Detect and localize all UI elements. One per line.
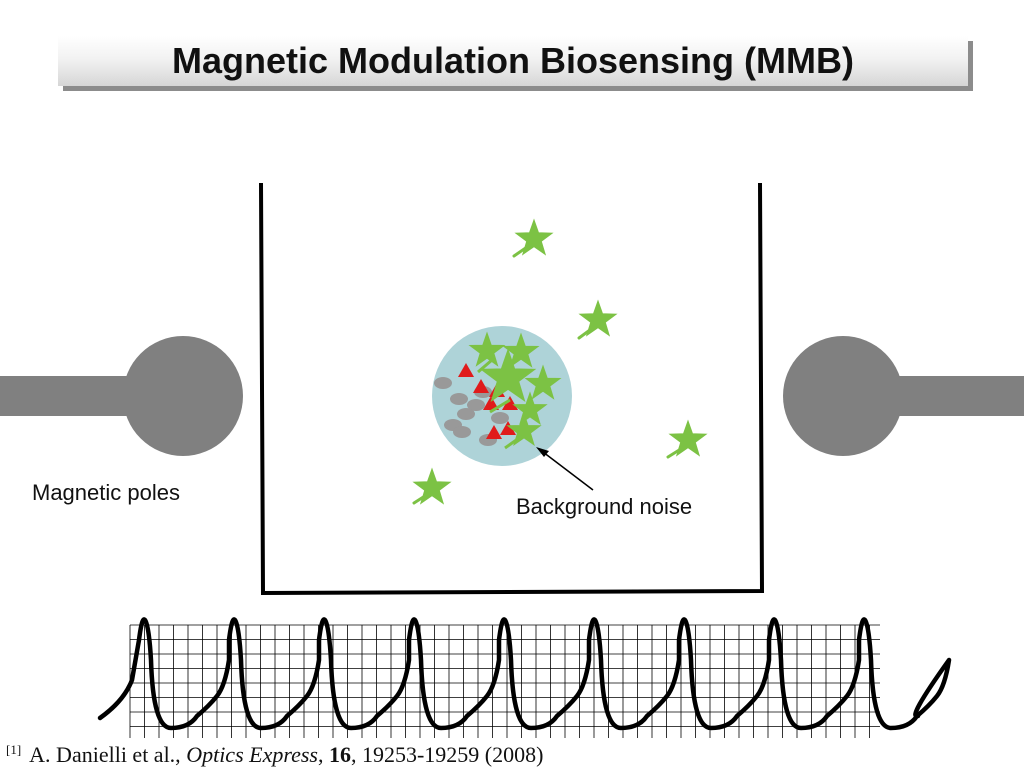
slide-title: Magnetic Modulation Biosensing (MMB): [172, 40, 854, 81]
sample-container: [259, 182, 765, 596]
citation-volume: 16: [328, 742, 351, 767]
citation: [1]A. Danielli et al., Optics Express, 1…: [6, 742, 543, 768]
citation-sep: ,: [317, 742, 329, 767]
signal-trace: [97, 617, 952, 731]
citation-rest: , 19253-19259 (2008): [350, 742, 544, 767]
citation-journal: Optics Express: [186, 742, 318, 767]
magnetic-beads: [434, 377, 509, 446]
bound-fluorescent-probes: [468, 331, 562, 450]
left-magnetic-pole: [0, 336, 243, 456]
magnetic-poles-label: Magnetic poles: [32, 480, 180, 505]
title-bar: [58, 36, 968, 86]
citation-ref: [1]: [6, 742, 22, 757]
citation-authors: A. Danielli et al.,: [29, 742, 187, 767]
background-noise-label: Background noise: [516, 494, 693, 519]
free-fluorescent-probes: [412, 218, 708, 505]
background-noise-arrow: [536, 447, 594, 491]
right-magnetic-pole: [783, 336, 1024, 456]
